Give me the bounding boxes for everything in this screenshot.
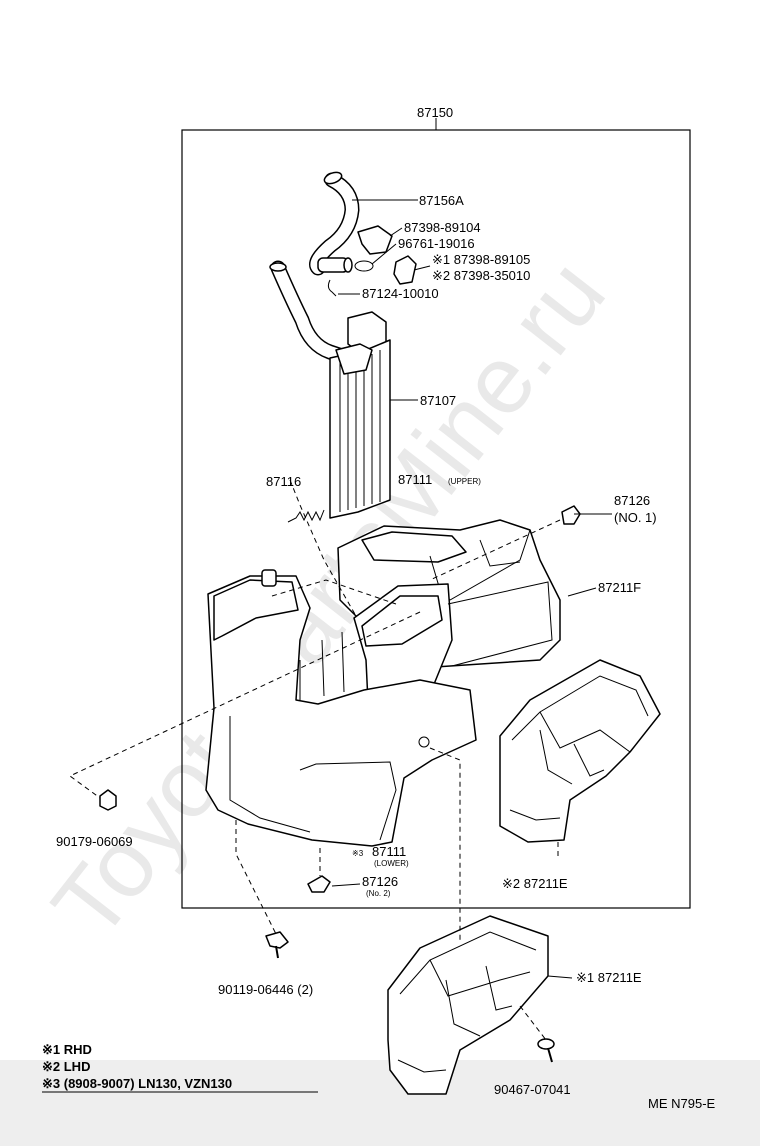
- label-87116: 87116: [266, 474, 301, 489]
- clip-87126-no1: [561, 505, 581, 525]
- label-87398-89104: 87398-89104: [404, 220, 481, 235]
- label-87111-lower: 87111: [372, 844, 406, 859]
- heater-core-87107: [329, 311, 391, 519]
- dashed-alignment-lines: [69, 479, 561, 1041]
- oring-96761-19016: [354, 260, 374, 272]
- label-87398-89105: ※1 87398-89105: [432, 252, 530, 267]
- spring-87116: [287, 509, 325, 523]
- clip-87124-10010: [327, 279, 337, 297]
- grommet: [261, 569, 277, 587]
- bracket-87398: [393, 255, 417, 285]
- label-90467-07041: 90467-07041: [494, 1082, 571, 1097]
- legend-model-range: ※3 (8908-9007) LN130, VZN130: [42, 1076, 232, 1091]
- leader-lines: [331, 199, 612, 979]
- label-87124-10010: 87124-10010: [362, 286, 439, 301]
- case-lower-87111: [205, 575, 477, 847]
- clamp-87398-89104: [357, 225, 393, 255]
- label-87111-lower-mark: ※3: [352, 849, 364, 858]
- legend-rhd: ※1 RHD: [42, 1042, 92, 1057]
- screw-90467-07041: [537, 1038, 555, 1063]
- pipe-lower: [269, 260, 350, 364]
- figure-code: ME N795-E: [648, 1096, 716, 1111]
- assembly-label: 87150: [417, 105, 453, 120]
- label-87398-35010: ※2 87398-35010: [432, 268, 530, 283]
- legend-lhd: ※2 LHD: [42, 1059, 90, 1074]
- label-87111-lower-note: (LOWER): [374, 859, 409, 868]
- label-90179-06069: 90179-06069: [56, 834, 133, 849]
- case-87211e-rhd: [387, 915, 549, 1095]
- label-87107: 87107: [420, 393, 456, 408]
- label-90119-06446: 90119-06446 (2): [218, 982, 313, 997]
- case-87211f: [353, 581, 553, 711]
- label-87126-no1: 87126: [614, 493, 650, 508]
- label-87156a: 87156A: [419, 193, 464, 208]
- case-87211e-lhd: [499, 659, 661, 843]
- footer-strip: [0, 1060, 760, 1146]
- bolt-90119-06446: [265, 931, 289, 959]
- hose-87156a: [309, 171, 360, 276]
- label-87126-no1-note: (NO. 1): [614, 510, 657, 525]
- label-96761-19016: 96761-19016: [398, 236, 475, 251]
- label-87111-upper: 87111: [398, 472, 432, 487]
- clip-87126-no2: [307, 875, 331, 893]
- label-87126-no2-note: (No. 2): [366, 889, 391, 898]
- label-87211e-lhd: ※2 87211E: [502, 876, 568, 891]
- label-87211e-rhd: ※1 87211E: [576, 970, 642, 985]
- label-87126-no2: 87126: [362, 874, 398, 889]
- label-87211f: 87211F: [598, 580, 641, 595]
- label-87111-upper-note: (UPPER): [448, 477, 481, 486]
- nut-90179-06069: [99, 789, 117, 811]
